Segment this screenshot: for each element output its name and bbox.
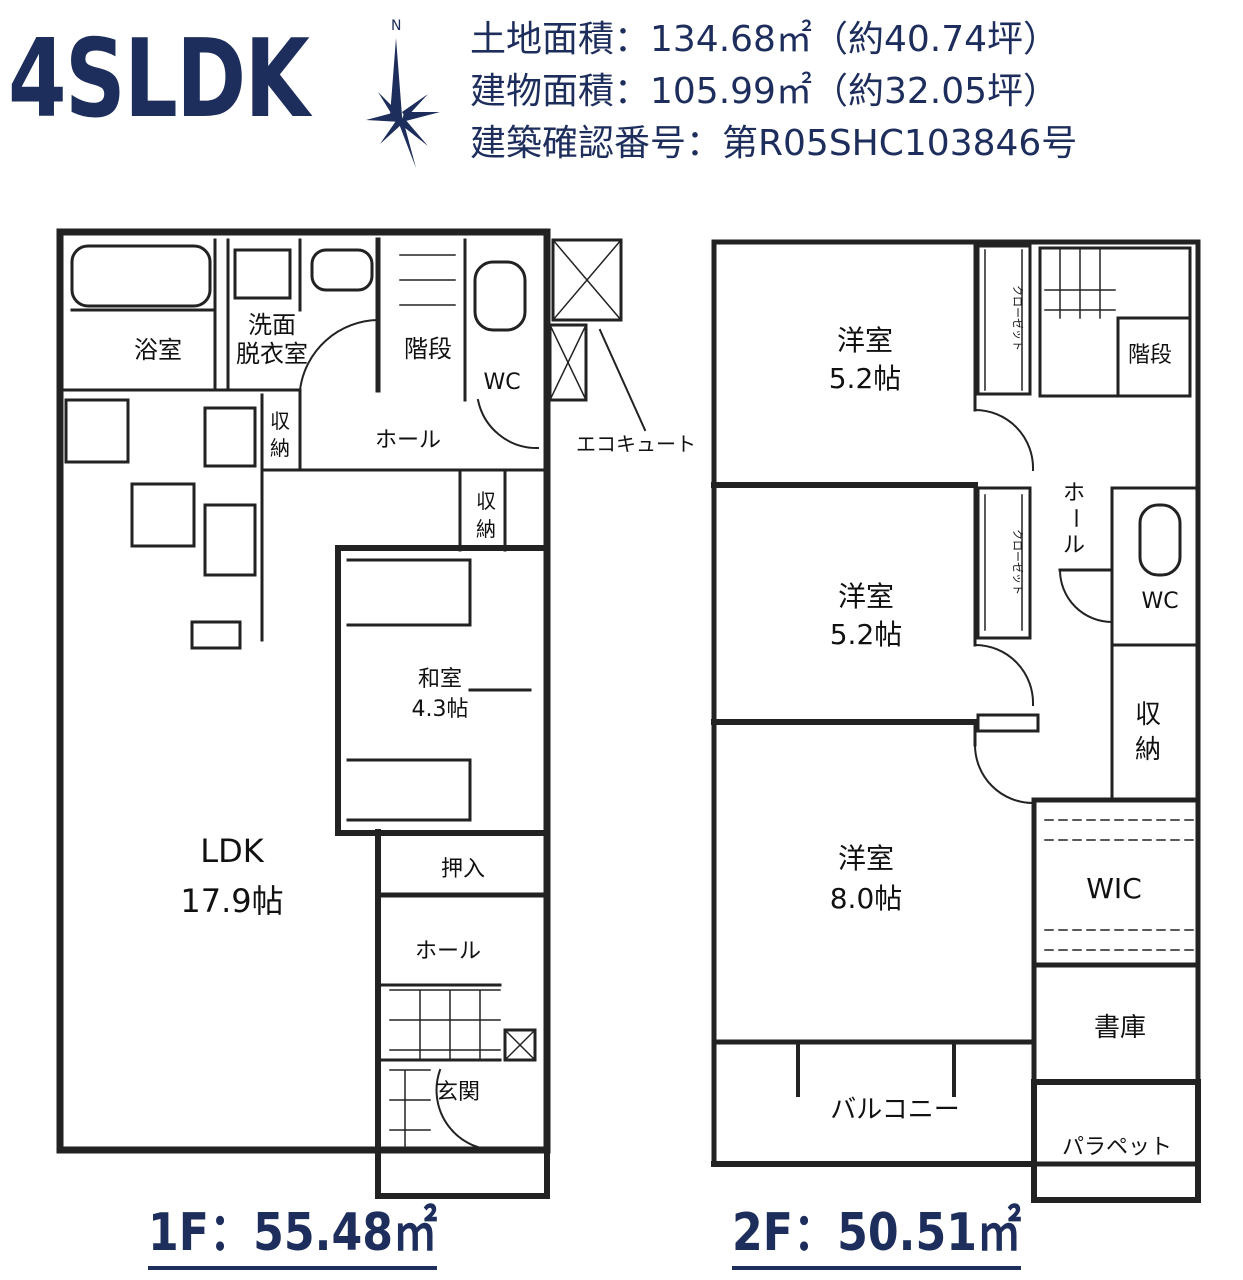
f2-hall-label-1: ホ [1063, 481, 1085, 506]
f2-room3-label: 洋室 [838, 842, 894, 875]
f2-hall-label-3: ル [1063, 533, 1085, 558]
f2-room1-label: 洋室 [837, 324, 893, 357]
f1-storage2-a: 収 [476, 489, 496, 513]
wic-label: WIC [1086, 872, 1142, 905]
f2-room2-size: 5.2帖 [830, 618, 903, 651]
building-area-text: 建物面積：105.99㎡（約32.05坪） [470, 71, 1060, 112]
f1-hall2-label: ホール [415, 939, 481, 964]
floor1-labels: 浴室 洗面 脱衣室 階段 WC 収 納 ホール 収 納 エコキュート 和室 4.… [134, 311, 696, 1105]
f1-storage1-b: 納 [270, 436, 290, 460]
floor2-area-label: 2F：50.51㎡ [732, 1200, 1022, 1270]
washroom-label-2: 脱衣室 [236, 340, 308, 368]
plan-title: 4SLDK [8, 17, 310, 142]
f1-storage2-b: 納 [476, 517, 496, 541]
confirmation-number-text: 建築確認番号：第R05SHC103846号 [470, 123, 1078, 164]
closet-label: 押入 [441, 857, 485, 882]
balcony-label: バルコニー [830, 1095, 959, 1125]
f2-wc-label: WC [1141, 589, 1178, 614]
f1-hall-label: ホール [375, 428, 441, 453]
f2-storage-a: 収 [1135, 700, 1161, 730]
f2-stairs-label: 階段 [1128, 343, 1172, 368]
f2-storage-b: 納 [1135, 735, 1161, 765]
f2-room3-size: 8.0帖 [830, 882, 903, 915]
floor2-walls [711, 239, 1201, 1203]
ldk-size: 17.9帖 [180, 882, 283, 920]
japanese-room-size: 4.3帖 [412, 697, 469, 722]
f2-closet2-label: クローゼット [1011, 529, 1024, 595]
f2-room2-label: 洋室 [838, 580, 894, 613]
bath-label: 浴室 [134, 336, 182, 364]
library-label: 書庫 [1094, 1013, 1146, 1043]
washroom-label-1: 洗面 [248, 311, 296, 339]
f2-room1-size: 5.2帖 [829, 362, 902, 395]
japanese-room-label: 和室 [418, 667, 462, 692]
land-area-text: 土地面積：134.68㎡（約40.74坪） [470, 19, 1060, 60]
f1-storage1-a: 収 [270, 409, 290, 433]
ldk-label: LDK [200, 832, 264, 870]
north-label: N [391, 18, 401, 34]
floor2-labels: 洋室 5.2帖 クローゼット 階段 ホ ー ル WC 洋室 5.2帖 クローゼッ… [829, 285, 1179, 1160]
floor1-area-label: 1F：55.48㎡ [148, 1200, 438, 1270]
entrance-label: 玄関 [436, 1080, 480, 1105]
ecocute-label: エコキュート [576, 432, 696, 456]
parapet-label: パラペット [1062, 1135, 1172, 1160]
compass-icon: N [366, 18, 440, 168]
property-info: 土地面積：134.68㎡（約40.74坪） 建物面積：105.99㎡（約32.0… [470, 14, 1077, 170]
f2-hall-label-2: ー [1062, 507, 1087, 529]
floor1-walls [56, 228, 647, 1199]
f2-closet1-label: クローゼット [1011, 285, 1024, 351]
f1-stairs-label: 階段 [404, 335, 452, 363]
f1-wc-label: WC [483, 370, 520, 395]
